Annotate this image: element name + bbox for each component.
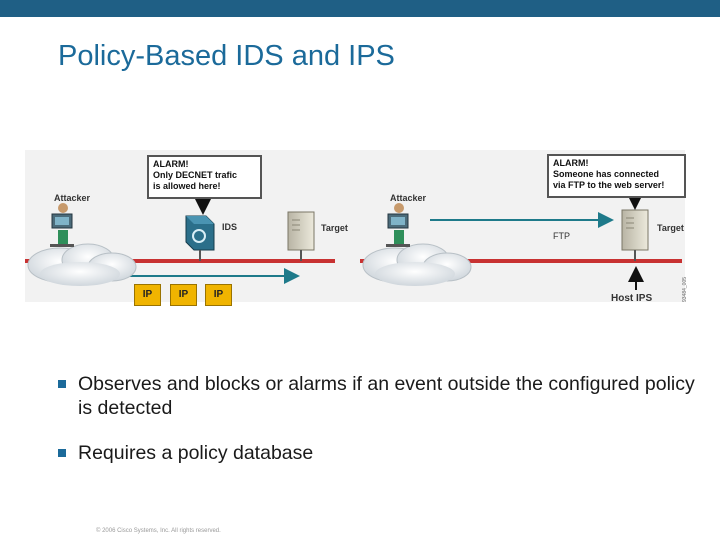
left-alarm-line-3: is allowed here! xyxy=(153,181,221,191)
left-alarm-line-2: Only DECNET trafic xyxy=(153,170,238,180)
right-attacker-icon xyxy=(386,203,410,247)
copyright-footer: © 2006 Cisco Systems, Inc. All rights re… xyxy=(96,528,221,534)
right-alarm-line-2: Someone has connected xyxy=(553,169,660,179)
left-target-label: Target xyxy=(321,223,348,233)
right-target-label: Target xyxy=(657,223,684,233)
figure-id-watermark: 93484_005 xyxy=(682,276,688,302)
right-attacker-label: Attacker xyxy=(390,193,427,203)
ids-label: IDS xyxy=(222,222,238,232)
left-attacker-icon xyxy=(50,203,74,247)
bullet-item: Observes and blocks or alarms if an even… xyxy=(58,372,698,420)
slide-title: Policy-Based IDS and IPS xyxy=(58,40,395,72)
ip-packet: IP xyxy=(170,284,197,306)
network-diagram: ALARM! Only DECNET trafic is allowed her… xyxy=(0,150,720,310)
right-alarm-line-1: ALARM! xyxy=(553,158,589,168)
ids-sensor-icon xyxy=(185,215,215,261)
ip-packet: IP xyxy=(134,284,161,306)
right-target-server-icon xyxy=(621,209,649,261)
bullet-square-icon xyxy=(58,449,66,457)
top-bar xyxy=(0,0,720,17)
bullet-list: Observes and blocks or alarms if an even… xyxy=(58,372,698,486)
bullet-text: Observes and blocks or alarms if an even… xyxy=(78,373,695,419)
ftp-label: FTP xyxy=(553,231,570,241)
left-alarm-line-1: ALARM! xyxy=(153,159,189,169)
right-alarm-callout: ALARM! Someone has connected via FTP to … xyxy=(547,154,686,198)
left-alarm-callout: ALARM! Only DECNET trafic is allowed her… xyxy=(147,155,262,199)
host-ips-label: Host IPS xyxy=(611,293,653,304)
bullet-text: Requires a policy database xyxy=(78,442,314,464)
bullet-item: Requires a policy database xyxy=(58,441,698,465)
left-target-server-icon xyxy=(287,211,315,261)
right-cloud-icon xyxy=(362,243,472,286)
right-alarm-line-3: via FTP to the web server! xyxy=(553,180,665,190)
left-cloud-icon xyxy=(27,243,137,286)
bullet-square-icon xyxy=(58,380,66,388)
ip-packet: IP xyxy=(205,284,232,306)
left-attacker-label: Attacker xyxy=(54,193,91,203)
